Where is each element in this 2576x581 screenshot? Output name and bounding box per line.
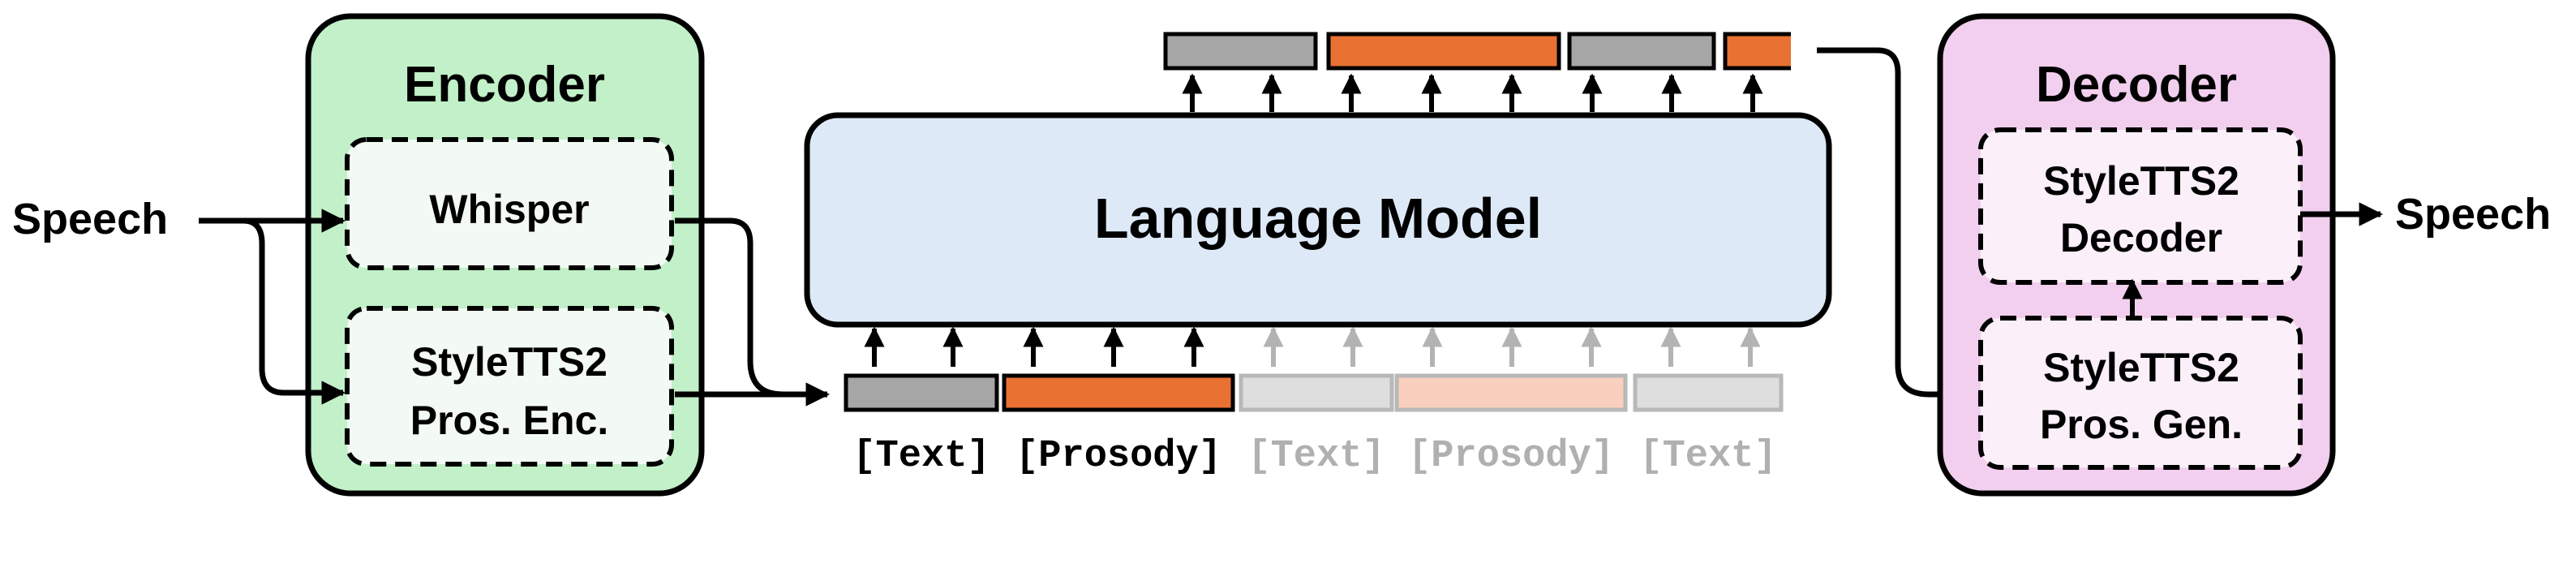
whisper-label: Whisper <box>429 187 589 232</box>
input-token-text-3 <box>1633 373 1784 412</box>
prosody-generator-line2: Pros. Gen. <box>2040 402 2243 447</box>
prosody-encoder-line2: Pros. Enc. <box>410 398 609 443</box>
language-model-block <box>804 112 1832 328</box>
input-token-prosody-2 <box>1394 373 1628 412</box>
lm-to-decoder-arrow <box>1817 47 1981 407</box>
input-speech-label: Speech <box>12 195 168 243</box>
output-token-prosody-2-border <box>1723 32 1791 71</box>
prosody-generator-block <box>1978 316 2303 470</box>
output-token-text-2 <box>1567 32 1716 71</box>
whisper-block <box>345 137 674 270</box>
prosody-encoder-line1: StyleTTS2 <box>411 339 608 385</box>
output-token-prosody-2 <box>1725 34 1791 68</box>
prosody-generator-line1: StyleTTS2 <box>2043 345 2239 390</box>
whisper-output-line <box>675 217 784 398</box>
token-label-text-3: [Text] <box>1639 435 1776 478</box>
styletts2-decoder-block <box>1978 127 2303 285</box>
token-label-text-2: [Text] <box>1247 435 1385 478</box>
token-label-prosody-1: [Prosody] <box>1015 435 1221 478</box>
output-speech-label: Speech <box>2395 190 2551 239</box>
token-label-text-1: [Text] <box>852 435 990 478</box>
output-token-text-1 <box>1163 32 1318 71</box>
styletts2-decoder-line1: StyleTTS2 <box>2043 158 2239 204</box>
decoder-title: Decoder <box>2036 57 2237 113</box>
language-model-title: Language Model <box>1094 187 1542 250</box>
input-token-text-2 <box>1239 373 1394 412</box>
encoder-title: Encoder <box>404 57 605 113</box>
output-token-arrows <box>1182 73 1763 112</box>
styletts2-decoder-line2: Decoder <box>2060 215 2222 260</box>
input-token-prosody-1 <box>1002 373 1235 412</box>
output-token-prosody-1 <box>1326 32 1561 71</box>
prosody-encoder-block <box>345 306 674 467</box>
input-token-arrows <box>864 326 1761 367</box>
speech-to-prosody-encoder-arrow <box>243 217 346 405</box>
input-token-text-1 <box>844 373 999 412</box>
token-label-prosody-2: [Prosody] <box>1408 435 1614 478</box>
